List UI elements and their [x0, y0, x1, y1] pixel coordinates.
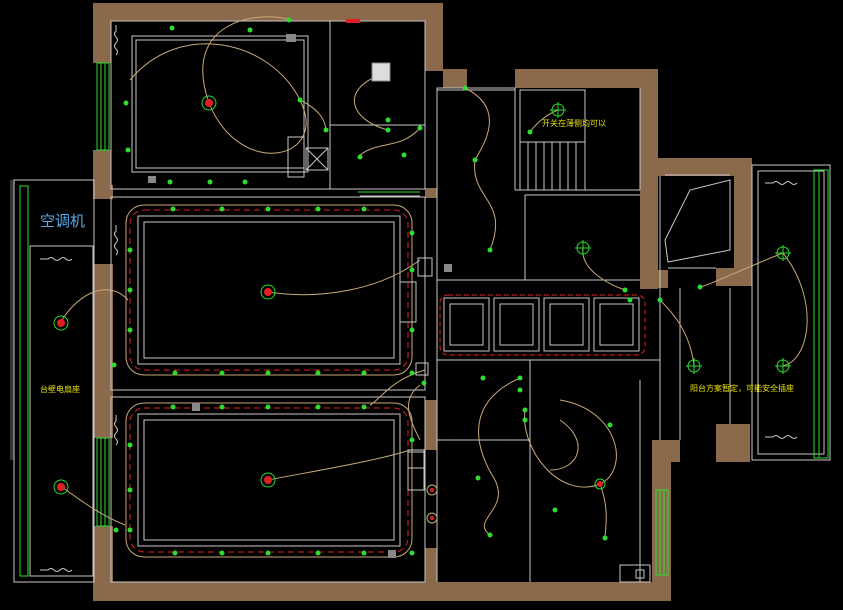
structure-lines: [13, 20, 831, 583]
staircase: [519, 89, 586, 191]
exhaust-fan-icon: [371, 62, 391, 82]
ceiling-light-icons: [53, 95, 606, 524]
recessed-light-icon: [686, 358, 702, 374]
switch-note: 开关在薄侧均可以: [542, 119, 606, 128]
air-conditioner-label: 空调机: [40, 212, 86, 230]
recessed-light-icon: [775, 245, 791, 261]
switch-nodes: [111, 17, 703, 556]
ceiling-light-icon: [53, 315, 69, 331]
ceiling-light-icon: [260, 284, 276, 300]
wall-fan-note: 台壁电扇座: [40, 385, 80, 394]
recessed-light-icon: [775, 358, 791, 374]
ceiling-light-icon: [426, 484, 438, 496]
exhaust-fan-icons: [148, 19, 645, 579]
recessed-light-icons: [550, 102, 791, 374]
recessed-light-icon: [550, 102, 566, 118]
ceiling-light-icon: [201, 95, 217, 111]
ceiling-light-icon: [426, 512, 438, 524]
ceiling-light-icon: [53, 479, 69, 495]
corridor-ceiling-boxes: [439, 294, 646, 356]
wiring: [59, 16, 808, 539]
recessed-light-icon: [575, 240, 591, 256]
walls: [10, 3, 752, 601]
hvac-symbols: [40, 25, 798, 572]
ceiling-light-icon: [260, 472, 276, 488]
balcony-note: 阳台方案暂定，可能安全插座: [690, 384, 794, 393]
window-strips: [19, 62, 829, 577]
ceiling-light-icon: [594, 478, 606, 490]
